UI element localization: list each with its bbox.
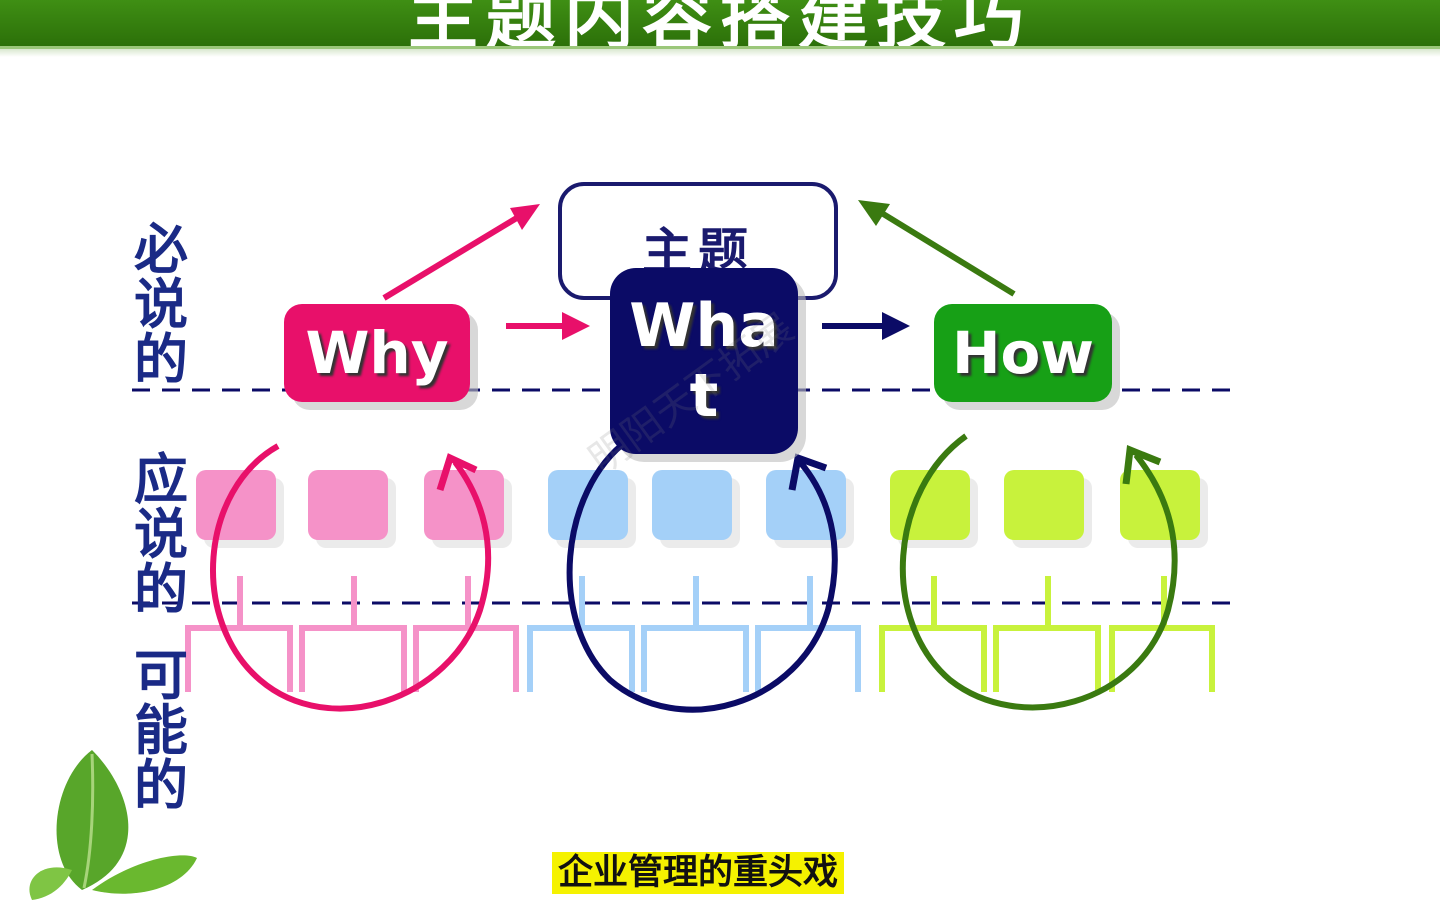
why-tree (185, 576, 519, 692)
leaf-decoration (29, 750, 197, 900)
what-cycle-arrow (566, 437, 838, 713)
how-tree (879, 576, 1215, 692)
row-label-should: 应说的 (134, 448, 188, 621)
what-node: What (610, 268, 798, 454)
arrow-what-to-how (822, 312, 910, 340)
caption-subtitle: 企业管理的重头戏 (552, 852, 845, 894)
row-label-may: 可能的 (134, 644, 188, 817)
header-bar: 主题内容搭建技巧 (0, 0, 1440, 49)
row-label-must: 必说的 (134, 218, 188, 391)
header-shadow (0, 49, 1440, 57)
how-subitems (890, 470, 1208, 548)
why-label: Why (305, 319, 449, 387)
why-subitems (196, 470, 512, 548)
how-cycle-arrow (899, 433, 1178, 711)
what-label: What (629, 291, 779, 431)
how-label: How (952, 319, 1094, 387)
how-node: How (934, 304, 1112, 402)
why-node: Why (284, 304, 470, 402)
page-title: 主题内容搭建技巧 (408, 0, 1032, 49)
why-cycle-arrow (210, 443, 492, 712)
arrow-why-to-topic (382, 204, 540, 301)
arrow-how-to-topic (858, 200, 1016, 297)
arrow-why-to-what (506, 312, 590, 340)
